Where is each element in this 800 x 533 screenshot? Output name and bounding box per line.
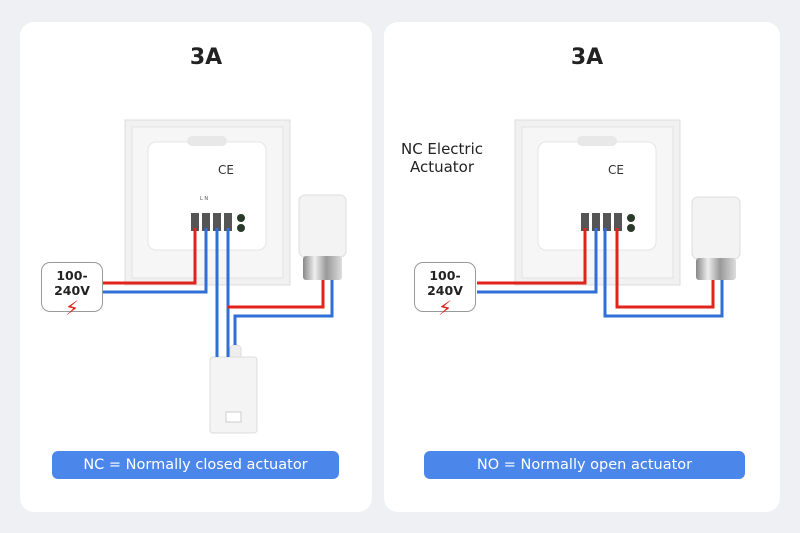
thermostat-device: L N CE bbox=[124, 119, 291, 286]
panel-title: 3A bbox=[189, 45, 223, 70]
svg-text:CE: CE bbox=[218, 163, 234, 177]
actuator-annotation: NC Electric Actuator bbox=[400, 140, 484, 176]
power-supply-box: 100-240V ⚡︎ bbox=[414, 262, 476, 318]
boiler-device bbox=[209, 344, 258, 434]
power-supply-box: 100-240V ⚡︎ bbox=[41, 262, 103, 318]
electric-actuator bbox=[691, 196, 741, 280]
voltage-label: 100-240V bbox=[54, 268, 90, 298]
lightning-bolt-icon: ⚡︎ bbox=[437, 296, 453, 320]
electric-actuator bbox=[298, 194, 347, 280]
svg-text:L N: L N bbox=[200, 196, 208, 202]
panel-title: 3A bbox=[570, 45, 604, 70]
caption-nc: NC = Normally closed actuator bbox=[52, 451, 339, 479]
caption-no: NO = Normally open actuator bbox=[424, 451, 745, 479]
wires-left bbox=[103, 228, 334, 357]
svg-text:CE: CE bbox=[608, 163, 624, 177]
wires-right bbox=[477, 228, 724, 318]
lightning-bolt-icon: ⚡︎ bbox=[64, 296, 80, 320]
voltage-label: 100-240V bbox=[427, 268, 463, 298]
